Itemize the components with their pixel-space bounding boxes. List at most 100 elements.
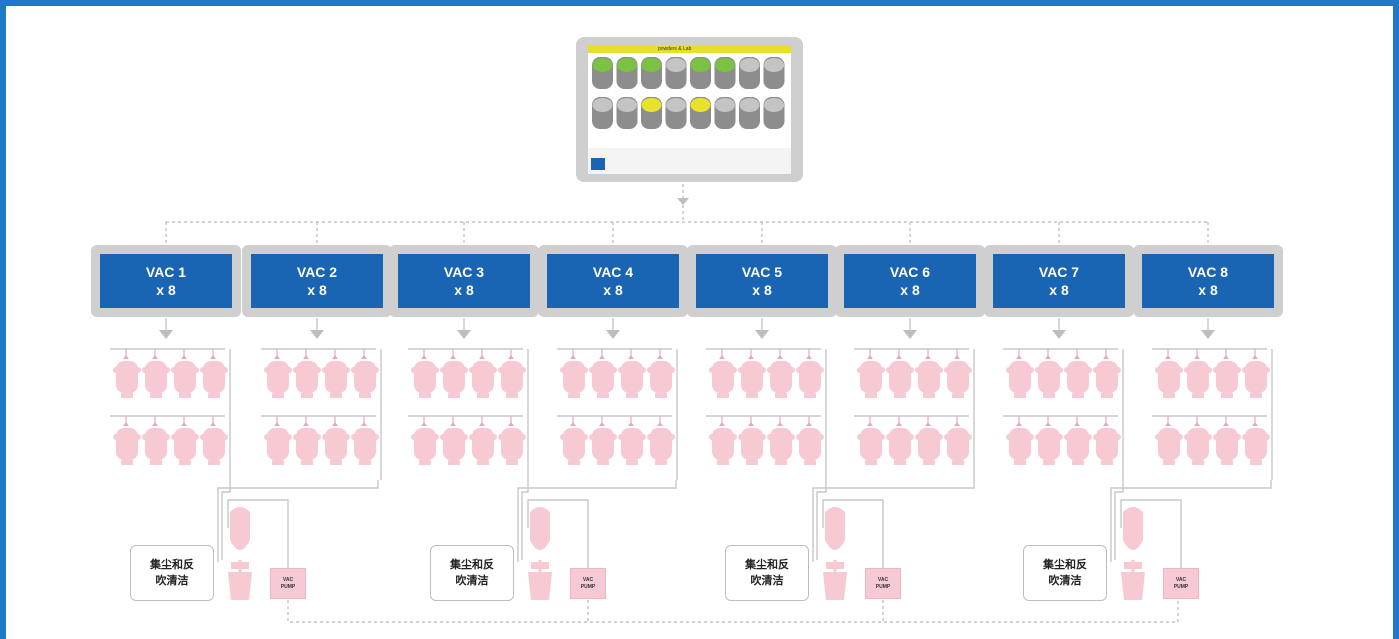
receiver-hopper bbox=[796, 349, 824, 398]
hopper-outlet bbox=[419, 460, 431, 465]
vac-count: x 8 bbox=[1198, 282, 1218, 298]
receiver-hopper bbox=[293, 349, 321, 398]
arrow-up-icon bbox=[954, 355, 960, 359]
hopper-body bbox=[1245, 428, 1267, 460]
hopper-band bbox=[142, 434, 170, 440]
hopper-body bbox=[799, 361, 821, 393]
hopper-body bbox=[145, 428, 167, 460]
hopper-outlet bbox=[1101, 460, 1113, 465]
arrow-up-icon bbox=[896, 422, 902, 426]
receiver-hopper bbox=[200, 416, 228, 465]
hopper-band bbox=[1006, 434, 1034, 440]
hopper-band bbox=[647, 367, 675, 373]
receiver-hopper bbox=[1064, 416, 1092, 465]
receiver-hopper bbox=[142, 349, 170, 398]
arrow-up-icon bbox=[777, 355, 783, 359]
hopper-body bbox=[918, 361, 940, 393]
receiver-hopper bbox=[1184, 349, 1212, 398]
receiver-hopper bbox=[351, 416, 379, 465]
arrow-up-icon bbox=[123, 422, 129, 426]
hopper-outlet bbox=[1014, 460, 1026, 465]
hopper-body bbox=[501, 428, 523, 460]
receiver-hopper bbox=[886, 416, 914, 465]
receiver-hopper bbox=[1242, 349, 1270, 398]
pump-label: PUMP bbox=[875, 583, 891, 590]
hopper-band bbox=[322, 434, 350, 440]
dust-label-line: 集尘和反 bbox=[450, 559, 494, 571]
screen-hopper-top bbox=[690, 58, 711, 72]
hopper-outlet bbox=[448, 393, 460, 398]
hopper-outlet bbox=[272, 393, 284, 398]
hopper-body bbox=[1158, 428, 1180, 460]
pump-label: VAC bbox=[877, 576, 889, 583]
hopper-body bbox=[770, 361, 792, 393]
hopper-body bbox=[116, 428, 138, 460]
hopper-outlet bbox=[359, 460, 371, 465]
pump-label: VAC bbox=[1175, 576, 1187, 583]
hopper-band bbox=[886, 434, 914, 440]
arrow-up-icon bbox=[361, 355, 367, 359]
receiver-hopper bbox=[113, 416, 141, 465]
hopper-band bbox=[1035, 367, 1063, 373]
receiver-hopper bbox=[647, 416, 675, 465]
pump-label: PUMP bbox=[280, 583, 296, 590]
screen-hopper-green bbox=[616, 57, 638, 89]
hopper-body bbox=[650, 428, 672, 460]
arrow-up-icon bbox=[748, 355, 754, 359]
arrow-up-icon bbox=[570, 422, 576, 426]
receiver-hopper bbox=[411, 349, 439, 398]
dust-label-line: 吹清洁 bbox=[750, 575, 784, 587]
screen-header-bar: powders & Lab bbox=[588, 45, 791, 53]
hopper-outlet bbox=[775, 460, 787, 465]
hopper-outlet bbox=[804, 460, 816, 465]
screen-hopper-green bbox=[592, 57, 613, 89]
receiver-hopper bbox=[264, 416, 292, 465]
hopper-body bbox=[296, 428, 318, 460]
control-panel-screen[interactable]: powders & Lab bbox=[576, 37, 803, 182]
screen-menu-button[interactable] bbox=[591, 158, 605, 170]
vac-count: x 8 bbox=[900, 282, 920, 298]
hopper-outlet bbox=[894, 393, 906, 398]
receiver-hopper bbox=[469, 349, 497, 398]
collector-feed-line bbox=[816, 480, 827, 560]
screen-hopper-top bbox=[666, 98, 686, 112]
receiver-hopper bbox=[1155, 349, 1183, 398]
hopper-band bbox=[171, 434, 199, 440]
vac-name: VAC 1 bbox=[145, 264, 187, 280]
arrow-up-icon bbox=[1194, 355, 1200, 359]
hopper-outlet bbox=[952, 393, 964, 398]
receiver-hopper bbox=[589, 416, 617, 465]
dust-bin bbox=[228, 572, 252, 600]
dust-label-line: 集尘和反 bbox=[150, 559, 194, 571]
dust-collector-cyclone bbox=[528, 507, 552, 600]
hopper-band bbox=[944, 367, 972, 373]
hopper-band bbox=[1242, 434, 1270, 440]
hopper-body bbox=[563, 428, 585, 460]
hopper-band bbox=[440, 367, 468, 373]
receiver-hopper bbox=[498, 349, 526, 398]
screen-hopper-grey bbox=[714, 97, 736, 129]
hopper-band bbox=[1184, 367, 1212, 373]
hopper-band bbox=[498, 434, 526, 440]
receiver-hopper bbox=[498, 416, 526, 465]
hopper-band bbox=[1035, 434, 1063, 440]
arrow-up-icon bbox=[896, 355, 902, 359]
hopper-outlet bbox=[1072, 393, 1084, 398]
hopper-band bbox=[796, 367, 824, 373]
hopper-body bbox=[174, 361, 196, 393]
hopper-outlet bbox=[1250, 460, 1262, 465]
